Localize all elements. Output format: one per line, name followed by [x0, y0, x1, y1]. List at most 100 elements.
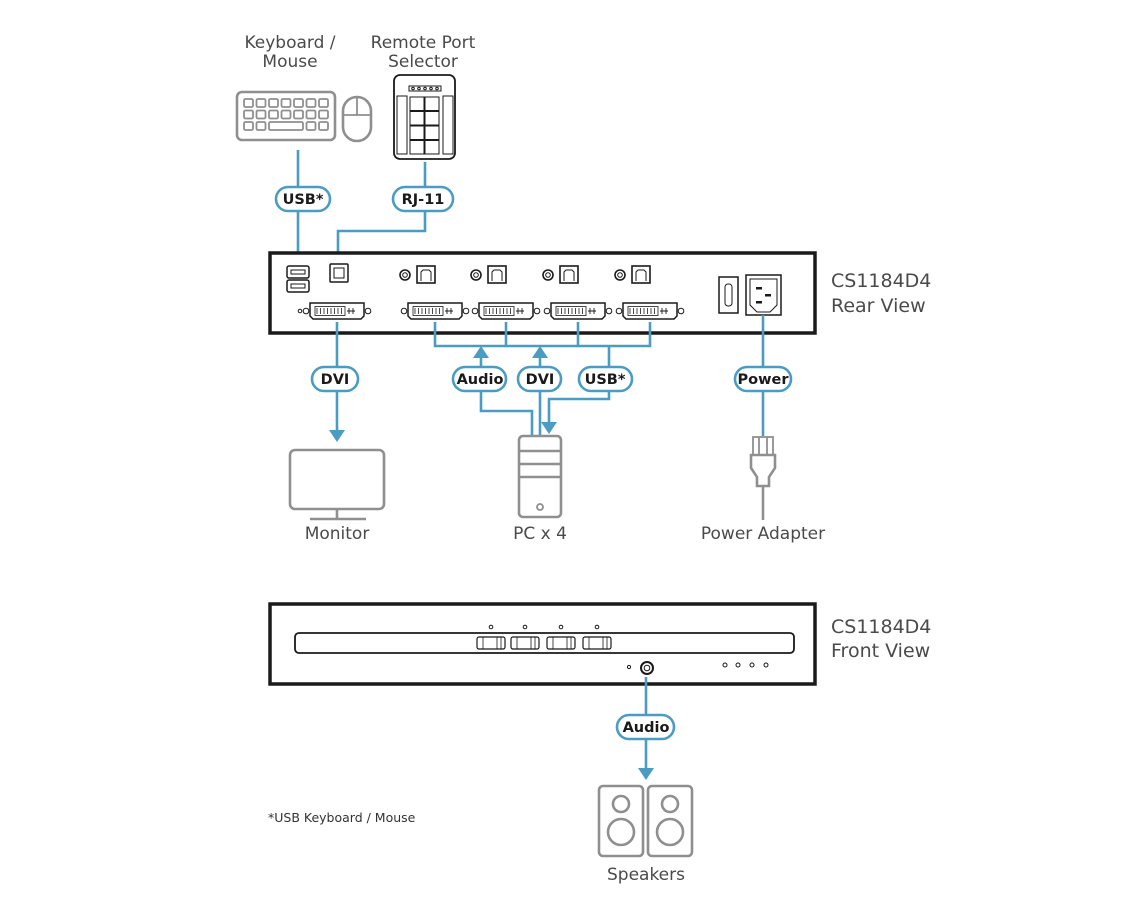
keyboard-key [255, 121, 267, 131]
keyboard-key [293, 109, 304, 120]
front-audio-jack [626, 661, 654, 675]
front-view-label: Front View [831, 640, 930, 662]
selector-key [424, 111, 440, 126]
keyboard-key [318, 98, 329, 108]
keyboard-key [243, 98, 254, 108]
keyboard-key [305, 109, 317, 120]
port-button [510, 636, 540, 650]
selector-led [435, 86, 439, 91]
keyboard-key [280, 109, 292, 120]
mouse-icon [341, 95, 373, 143]
kvm-port-group [614, 265, 685, 320]
dvi-connector [302, 302, 372, 320]
wire-remote-rj11 [336, 162, 427, 265]
usb-connector-pill [274, 185, 332, 213]
pc-usb-pill [577, 365, 634, 393]
power-pill [733, 365, 793, 393]
pc-tower-icon [517, 434, 563, 519]
remote-port-selector-icon [393, 74, 456, 160]
monitor-dvi-pill [310, 365, 360, 393]
rj11-connector-label: RJ-11 [402, 192, 445, 208]
monitor-label: Monitor [305, 524, 370, 544]
rear-view-label: Rear View [831, 295, 926, 317]
pc-audio-label: Audio [457, 372, 504, 388]
wire-pc-bus [433, 322, 652, 348]
kvm-port-group [470, 265, 541, 320]
keyboard-mouse-label-line2: Mouse [262, 52, 317, 72]
arrow-down-icon [541, 422, 557, 434]
keyboard-key [268, 98, 279, 108]
remote-port-selector-label-line1: Remote Port [371, 33, 476, 53]
monitor-dvi-label: DVI [321, 372, 350, 388]
usb-b-port [487, 265, 507, 284]
usb-b-port [559, 265, 579, 284]
selector-key [409, 140, 425, 155]
speaker-audio-pill [615, 713, 676, 741]
pc-label: PC x 4 [513, 524, 567, 544]
selector-led [417, 86, 421, 91]
keyboard-key [305, 98, 317, 108]
usb-b-port [631, 265, 651, 284]
arrow-down-icon [329, 430, 345, 442]
pc-dvi-pill [516, 365, 563, 393]
selector-key [424, 125, 440, 140]
selector-led [429, 86, 433, 91]
power-switch [718, 276, 739, 314]
front-panel-strip [294, 632, 795, 654]
dvi-connector [543, 302, 613, 320]
keyboard-key [268, 109, 279, 120]
rj11-port [329, 263, 349, 283]
monitor-icon [288, 448, 386, 521]
keyboard-key [280, 98, 292, 108]
port-led [522, 624, 528, 630]
speakers-label: Speakers [607, 865, 685, 885]
keyboard-key [318, 121, 329, 131]
selector-led [411, 86, 415, 91]
audio-jack [399, 269, 411, 281]
usb-b-port [416, 265, 436, 284]
arrow-up-icon [473, 346, 489, 358]
port-selection-buttons [476, 624, 612, 650]
speakers-icon [597, 784, 694, 858]
selector-led [423, 86, 427, 91]
keyboard-key [255, 109, 267, 120]
dvi-connector [471, 302, 541, 320]
audio-jack [542, 269, 554, 281]
rear-model-label: CS1184D4 [831, 270, 931, 292]
front-model-label: CS1184D4 [831, 616, 931, 638]
front-unit-chassis [268, 602, 817, 686]
console-dvi-port [297, 302, 372, 320]
kvm-port-groups [399, 265, 685, 320]
keyboard-key [305, 121, 317, 131]
usb-connector-label: USB* [283, 192, 324, 208]
console-led [297, 308, 303, 314]
keyboard-key [243, 109, 254, 120]
port-led [594, 624, 600, 630]
port-led [488, 624, 494, 630]
pc-audio-pill [451, 365, 508, 393]
selector-key [424, 96, 440, 111]
port-button [582, 636, 612, 650]
rj11-connector-pill [391, 185, 455, 213]
selector-key [409, 111, 425, 126]
dvi-connector [615, 302, 685, 320]
power-label: Power [738, 372, 790, 388]
keyboard-spacebar [268, 121, 304, 131]
port-button [546, 636, 576, 650]
arrow-up-icon [532, 346, 548, 358]
audio-jack [614, 269, 626, 281]
keyboard-key [255, 98, 267, 108]
dvi-connector [400, 302, 470, 320]
audio-jack [470, 269, 482, 281]
footnote: *USB Keyboard / Mouse [268, 810, 416, 825]
keyboard-icon [235, 90, 337, 142]
selector-key [424, 140, 440, 155]
keyboard-key [318, 109, 329, 120]
selector-key [409, 125, 425, 140]
usb-console-ports [286, 265, 310, 293]
power-socket [745, 274, 782, 316]
kvm-port-group [542, 265, 613, 320]
front-status-leds [722, 662, 769, 668]
remote-port-selector-label-line2: Selector [388, 52, 458, 72]
